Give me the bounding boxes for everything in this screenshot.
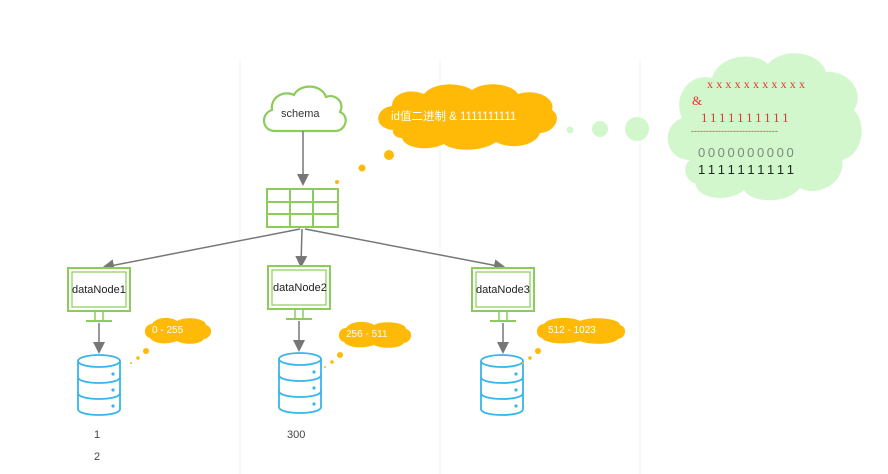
node2-range: 256 - 511 [346, 329, 388, 340]
database-icon [480, 354, 524, 416]
binary-divider: ----------------------------- [691, 126, 778, 136]
node3-label: dataNode3 [476, 284, 530, 296]
rule-cloud-dot [335, 180, 339, 184]
node1-value: 1 [94, 429, 101, 441]
table-to-node2-arrow [295, 228, 308, 268]
table-to-node1-arrow [102, 228, 301, 272]
schema-cloud-icon [263, 85, 347, 133]
rule-cloud-shape [378, 84, 557, 150]
node2-value: 300 [287, 429, 306, 441]
routing-table-icon [266, 188, 339, 228]
range-cloud-shape [324, 321, 412, 368]
node1-value: 2 [94, 451, 101, 463]
node1-label: dataNode1 [72, 284, 126, 296]
binary-row-zeros: 0000000000 [698, 145, 797, 160]
rule-cloud-text: id值二进制 & 1111111111 [391, 111, 517, 123]
binary-row-x: xxxxxxxxxxx [707, 77, 809, 91]
range-cloud-shape [522, 317, 626, 364]
binary-row-ones: 1111111111 [698, 162, 798, 177]
binary-cloud-shape [667, 53, 862, 201]
rule-cloud-dot [384, 150, 394, 160]
data-node-monitor-icon [267, 265, 331, 320]
thought-dot [592, 121, 608, 137]
node3-range: 512 - 1023 [548, 325, 596, 336]
data-node-monitor-icon [471, 267, 535, 322]
node1-range: 0 - 255 [152, 325, 184, 336]
thought-dot [566, 126, 574, 134]
node2-label: dataNode2 [273, 282, 327, 294]
binary-operator: & [692, 93, 705, 108]
rule-cloud-dot [358, 164, 366, 172]
thought-dot [625, 117, 649, 141]
data-node-monitor-icon [67, 267, 131, 322]
database-icon [77, 354, 121, 416]
range-cloud-shape [130, 317, 212, 364]
database-icon [278, 352, 322, 414]
schema-label: schema [281, 108, 320, 120]
binary-row-mask: 1111111111 [701, 110, 792, 125]
table-to-node3-arrow [304, 228, 506, 272]
